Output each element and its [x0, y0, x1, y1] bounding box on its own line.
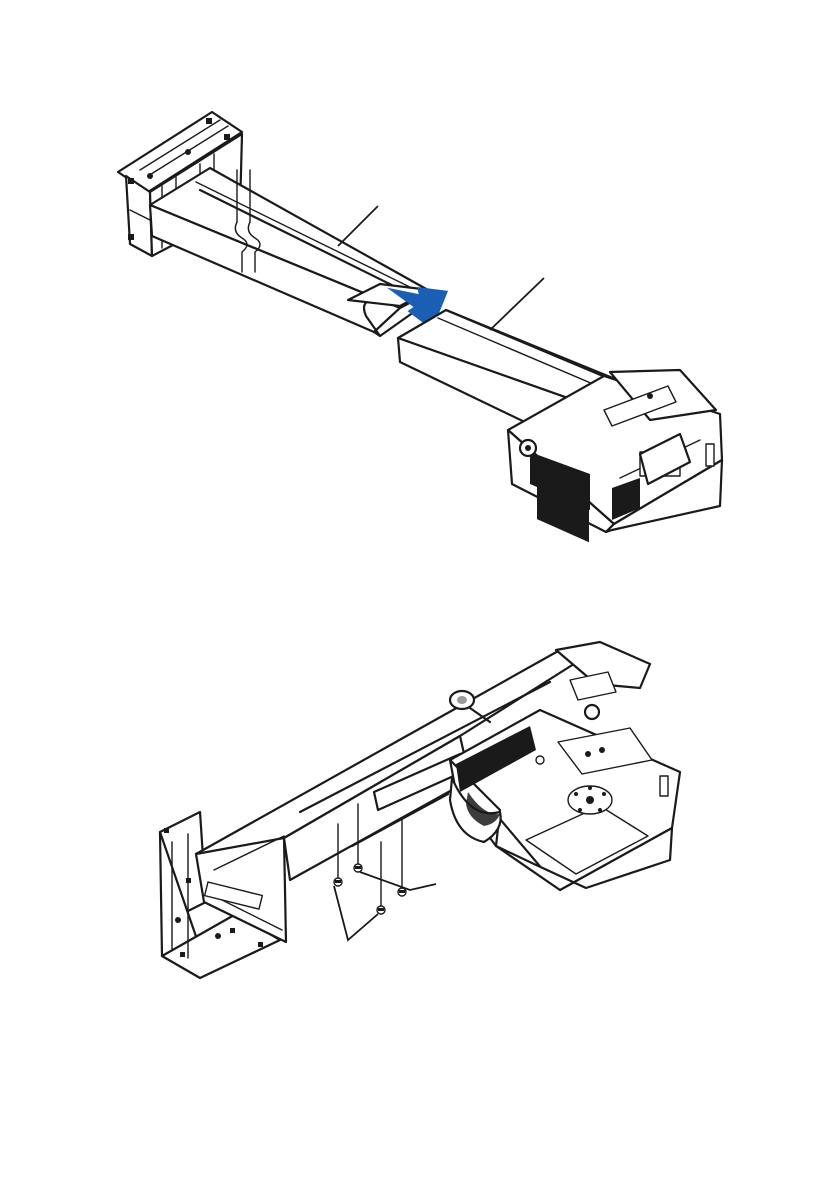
sliding-plate-callout	[490, 278, 544, 330]
inner-rail-callout	[338, 206, 378, 246]
screws-callout	[334, 872, 436, 940]
figure-top-insert-plate	[0, 0, 840, 560]
screw-fastening-illustration	[0, 560, 840, 1192]
insertion-illustration	[0, 0, 840, 560]
screw	[377, 906, 385, 914]
screw	[334, 878, 342, 886]
projector	[450, 710, 680, 890]
screw	[398, 888, 406, 896]
screw	[354, 864, 362, 872]
figure-bottom-fasten-screws	[0, 560, 840, 1192]
inner-rail	[150, 168, 430, 336]
